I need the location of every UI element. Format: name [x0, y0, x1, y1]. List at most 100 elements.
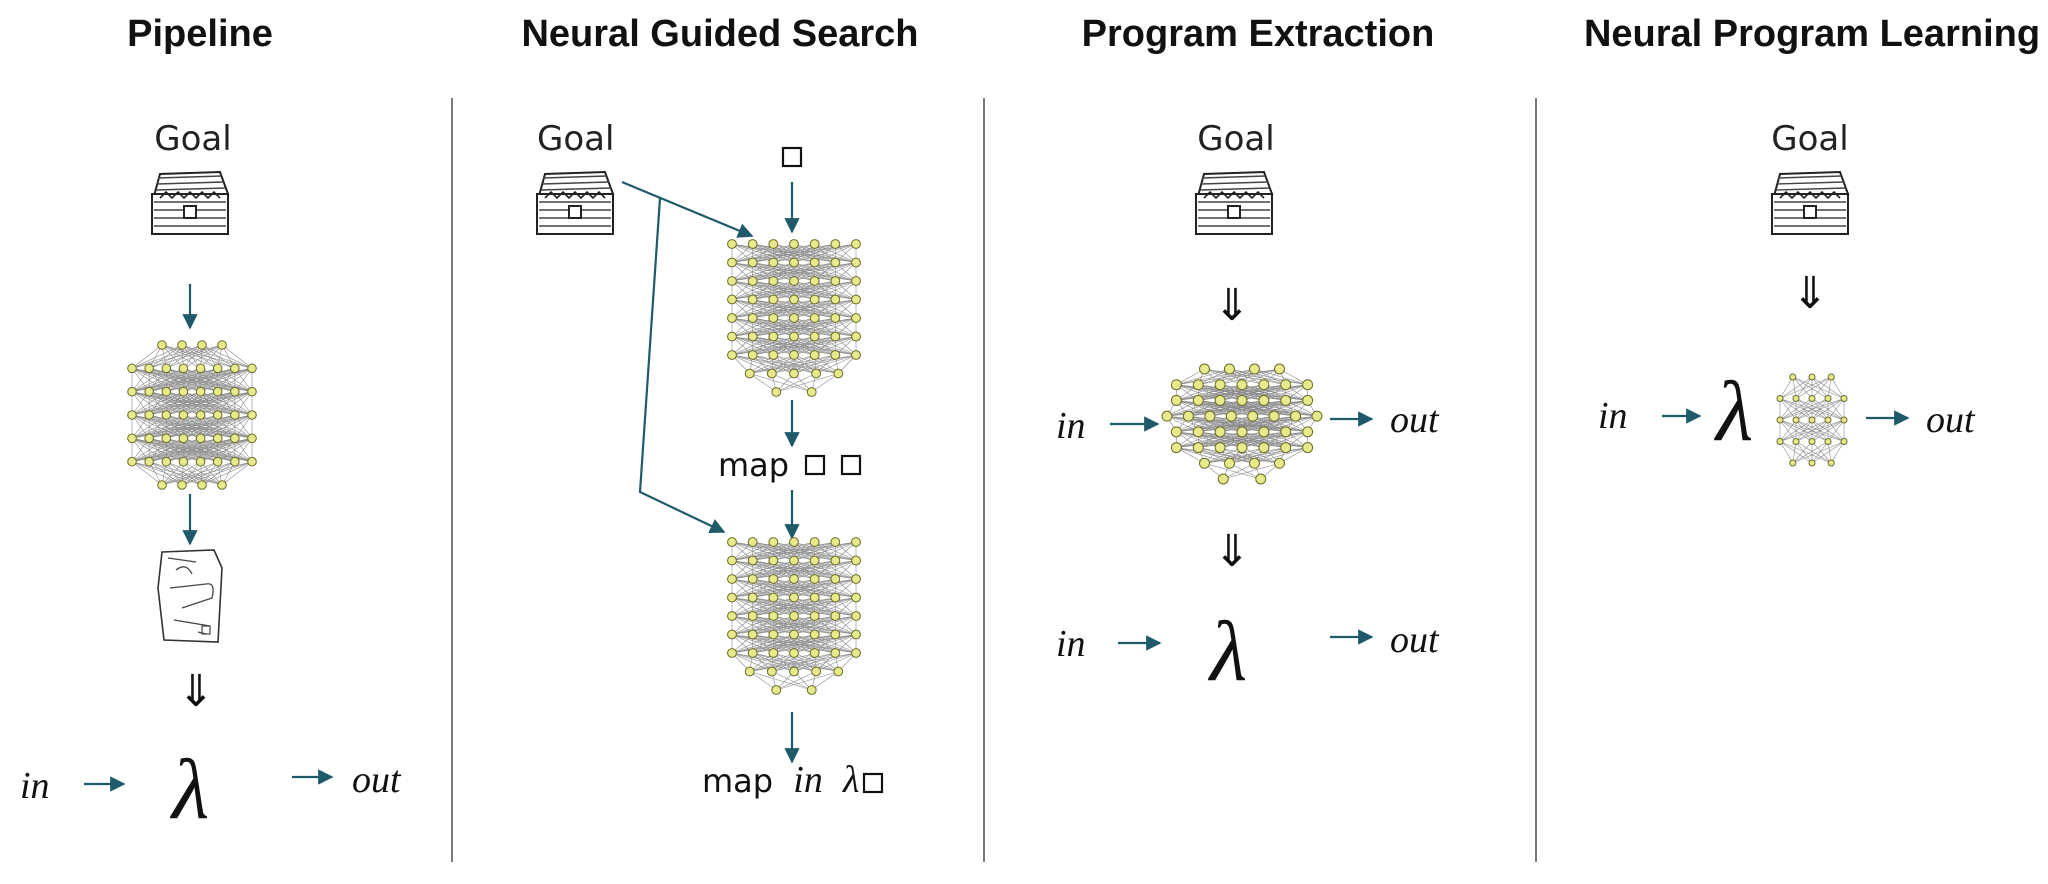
- network-edge: [1176, 368, 1230, 386]
- panel-title-neural-program-learning: Neural Program Learning: [1584, 13, 2040, 55]
- network-edge: [1792, 376, 1797, 399]
- network-node: [830, 629, 841, 640]
- network-edge: [814, 317, 857, 337]
- network-edge: [1811, 398, 1845, 421]
- network-edge: [814, 262, 857, 282]
- network-edge: [200, 391, 253, 416]
- network-edge: [131, 344, 183, 369]
- network-node: [727, 276, 737, 286]
- network-node: [809, 611, 820, 621]
- network-node: [161, 456, 172, 467]
- network-node: [747, 611, 758, 621]
- network-node: [768, 294, 779, 305]
- network-node: [144, 456, 154, 467]
- network-edge: [161, 344, 218, 369]
- network-edge: [773, 541, 857, 561]
- network-node: [1302, 379, 1314, 391]
- network-edge: [814, 243, 857, 263]
- network-edge: [793, 597, 857, 617]
- network-edge: [731, 317, 815, 337]
- neural-network-icon: [1776, 373, 1848, 467]
- network-edge: [1263, 384, 1308, 401]
- network-edge: [731, 560, 815, 580]
- arrow: [621, 180, 754, 238]
- network-node: [851, 276, 861, 286]
- network-edge: [731, 299, 795, 319]
- network-node: [178, 386, 189, 397]
- network-node: [809, 239, 820, 249]
- network-node: [178, 363, 189, 374]
- network-edge: [1263, 431, 1308, 448]
- network-edge: [183, 391, 253, 416]
- network-node: [766, 666, 777, 677]
- network-edge: [166, 438, 253, 462]
- network-edge: [131, 344, 163, 369]
- network-edge: [1204, 447, 1264, 464]
- network-edge: [793, 541, 857, 561]
- network-node: [230, 456, 240, 467]
- network-node: [789, 666, 799, 677]
- network-edge: [1176, 384, 1243, 401]
- network-edge: [166, 344, 203, 369]
- network-edge: [1779, 441, 1832, 464]
- network-node: [1268, 410, 1280, 422]
- network-node: [1236, 426, 1248, 438]
- network-edge: [731, 597, 795, 617]
- network-edge: [1229, 463, 1261, 480]
- treasure-chest-icon: [1771, 171, 1849, 235]
- network-node: [195, 433, 206, 444]
- network-node: [747, 629, 758, 640]
- network-edge: [1220, 431, 1308, 448]
- network-node: [212, 456, 223, 467]
- network-edge: [161, 461, 201, 486]
- network-node: [789, 648, 799, 658]
- ngs-goal-label: Goal: [537, 119, 614, 159]
- network-edge: [1779, 398, 1829, 421]
- network-edge: [217, 368, 253, 392]
- network-edge: [1209, 400, 1308, 417]
- network-edge: [1811, 441, 1829, 464]
- network-node: [1302, 442, 1314, 454]
- network-edge: [1779, 419, 1845, 442]
- network-node: [212, 433, 223, 444]
- network-node: [727, 537, 737, 547]
- network-edge: [149, 344, 223, 369]
- network-node: [771, 387, 782, 397]
- network-node: [727, 629, 737, 640]
- network-node: [771, 685, 782, 695]
- network-node: [1792, 395, 1800, 402]
- network-edge: [731, 615, 815, 635]
- network-edge: [749, 373, 812, 393]
- network-edge: [731, 578, 774, 598]
- pe-goal-label: Goal: [1197, 119, 1274, 159]
- network-edge: [131, 438, 201, 462]
- network-edge: [1166, 400, 1221, 417]
- network-node: [747, 648, 758, 658]
- npl-out-label: out: [1926, 399, 1976, 441]
- network-node: [809, 574, 820, 584]
- network-edge: [1223, 463, 1255, 480]
- network-node: [1311, 410, 1323, 422]
- neural-network-icon: [1161, 363, 1323, 485]
- network-node: [789, 313, 799, 323]
- network-node: [789, 611, 799, 621]
- network-node: [212, 363, 223, 374]
- network-edge: [131, 368, 201, 392]
- network-edge: [1274, 400, 1308, 417]
- network-edge: [773, 560, 857, 580]
- network-edge: [814, 299, 857, 319]
- network-edge: [731, 317, 795, 337]
- network-edge: [731, 541, 815, 561]
- network-edge: [131, 391, 253, 416]
- network-edge: [1811, 441, 1832, 464]
- program-sketch-icon: [157, 549, 223, 643]
- network-edge: [131, 461, 163, 486]
- network-node: [144, 410, 154, 420]
- network-node: [768, 257, 779, 268]
- network-edge: [131, 414, 150, 439]
- network-edge: [131, 438, 253, 462]
- network-edge: [1252, 400, 1308, 417]
- network-edge: [1254, 447, 1286, 464]
- network-edge: [1795, 419, 1845, 442]
- network-node: [1249, 363, 1260, 375]
